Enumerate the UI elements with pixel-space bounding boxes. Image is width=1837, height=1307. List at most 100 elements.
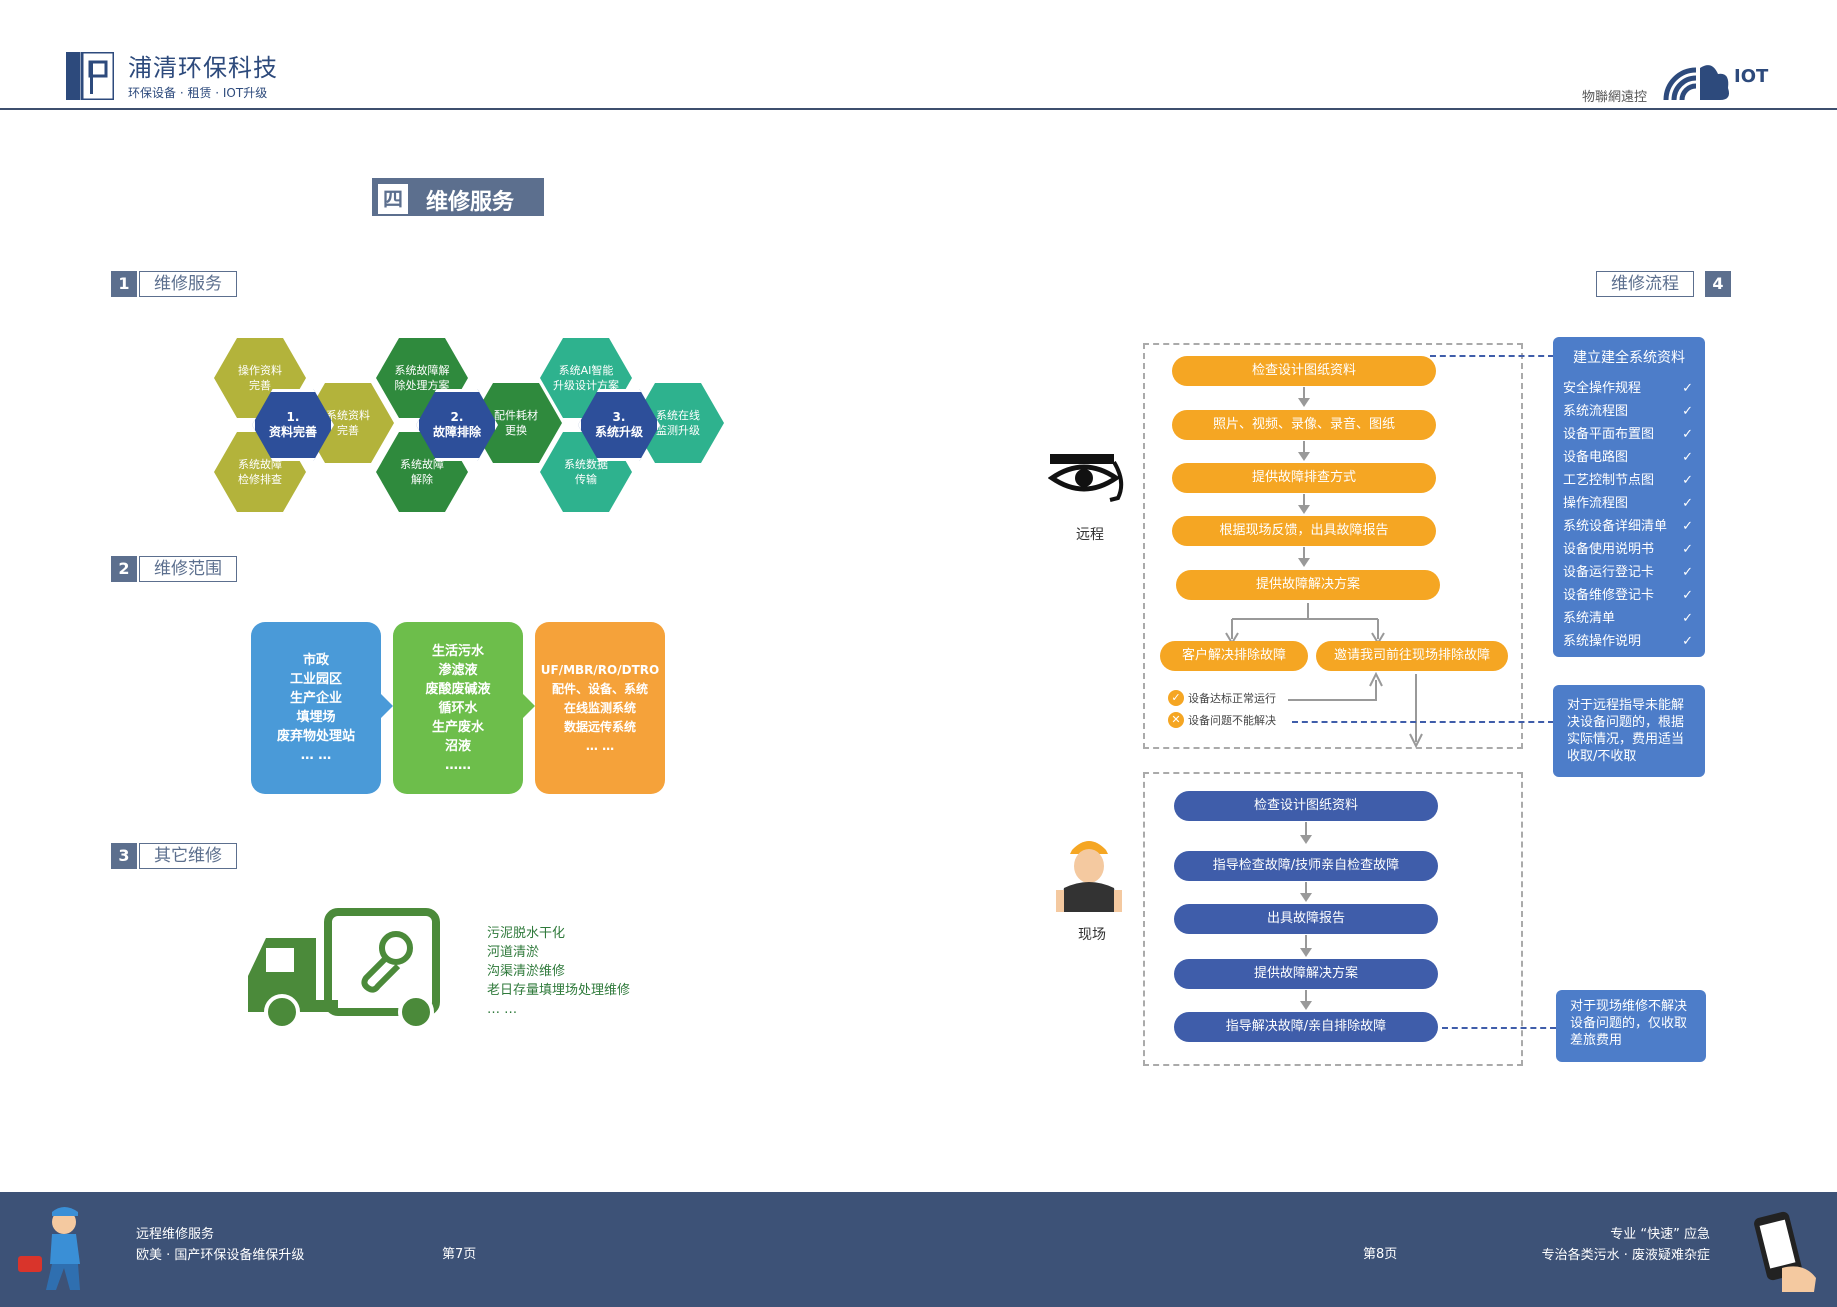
system-docs-item: 设备平面布置图✓ (1563, 423, 1705, 446)
check-icon: ✓ (1682, 634, 1693, 649)
remote-fee-note: 对于远程指导未能解决设备问题的，根据实际情况，费用适当收取/不收取 (1553, 685, 1705, 777)
check-icon: ✓ (1168, 690, 1184, 706)
system-docs-title: 建立建全系统资料 (1573, 350, 1685, 366)
scope-line: 填埋场 (296, 710, 336, 725)
list-item: … … (487, 1002, 518, 1017)
scope-line: 废弃物处理站 (276, 729, 355, 744)
flow-arrow (1298, 494, 1310, 514)
list-item: 老日存量填埋场处理维修 (487, 983, 631, 998)
iot-logo: IOT (1660, 60, 1780, 102)
section-title: 维修服务 (426, 190, 515, 215)
system-docs-item-label: 系统操作说明 (1563, 634, 1642, 649)
system-docs-item-label: 工艺控制节点图 (1563, 473, 1655, 488)
footer-left-line1: 远程维修服务 (136, 1227, 215, 1242)
dash-link (1292, 721, 1554, 723)
footer-left-line2: 欧美 · 国产环保设备维保升级 (136, 1248, 305, 1263)
iot-label: 物聯網遠控 (1582, 90, 1648, 105)
onsite-flow-box (1143, 772, 1523, 1066)
flow-arrow (1300, 882, 1312, 902)
onsite-step-4: 提供故障解决方案 (1174, 959, 1438, 989)
header-divider (0, 108, 1837, 110)
section-number: 四 (376, 182, 410, 216)
check-icon: ✓ (1682, 496, 1693, 511)
scope-arrow (523, 694, 535, 718)
onsite-step-5: 指导解决故障/亲自排除故障 (1174, 1012, 1438, 1042)
sub1-title: 维修服务 (139, 271, 237, 297)
onsite-label: 现场 (1078, 927, 1106, 943)
remote-label: 远程 (1076, 527, 1104, 543)
check-icon: ✓ (1682, 519, 1693, 534)
system-docs-item: 系统流程图 ✓ (1563, 400, 1705, 423)
scope-arrow (381, 694, 393, 718)
scope-line: 市政 (302, 653, 329, 668)
flow-arrow (1300, 822, 1312, 844)
flow-arrow (1300, 935, 1312, 957)
page-number-left: 第7页 (442, 1247, 477, 1262)
sub2-number: 2 (111, 556, 137, 582)
system-docs-item: 设备电路图 ✓ (1563, 446, 1705, 469)
check-icon: ✓ (1682, 450, 1693, 465)
scope-line: UF/MBR/RO/DTRO (540, 662, 660, 677)
list-item: 污泥脱水干化 (487, 926, 566, 941)
system-docs-item-label: 设备平面布置图 (1563, 427, 1655, 442)
footer-right-text: 专业 “快速” 应急 专治各类污水 · 废液疑难杂症 (1520, 1224, 1710, 1266)
scope-line: 渗滤液 (438, 662, 478, 678)
iot-logo-text: IOT (1734, 66, 1769, 87)
list-item: 河道清淤 (487, 945, 540, 960)
check-icon: ✓ (1682, 565, 1693, 580)
sub2-title: 维修范围 (139, 556, 237, 582)
scope-line: … … (300, 748, 332, 763)
ok-note: ✓ 设备达标正常运行 (1168, 690, 1276, 706)
remote-step-1: 检查设计图纸资料 (1172, 356, 1436, 386)
phone-in-hand-icon (1752, 1208, 1818, 1296)
system-docs-item-label: 系统清单 (1563, 611, 1616, 626)
onsite-fee-note: 对于现场维修不解决设备问题的，仅收取差旅费用 (1556, 990, 1706, 1062)
system-docs-item: 工艺控制节点图 ✓ (1563, 469, 1705, 492)
scope-box-sites: 市政工业园区生产企业填埋场废弃物处理站… … (251, 622, 393, 794)
footer-left-text: 远程维修服务 欧美 · 国产环保设备维保升级 (136, 1224, 304, 1266)
scope-line: 循环水 (438, 700, 478, 716)
system-docs-item-label: 系统设备详细清单 (1563, 519, 1668, 534)
sub4-number: 4 (1705, 271, 1731, 297)
onsite-step-3: 出具故障报告 (1174, 904, 1438, 934)
scope-line: 废酸废碱液 (425, 681, 491, 697)
system-docs-panel: 建立建全系统资料 安全操作规程✓系统流程图✓设备平面布置图✓设备电路图✓工艺控制… (1553, 337, 1705, 657)
branch-onsite-invite: 邀请我司前往现场排除故障 (1316, 641, 1508, 671)
scope-line: 生产企业 (289, 691, 342, 706)
fail-note: ✕ 设备问题不能解决 (1168, 712, 1276, 728)
system-docs-item-label: 系统流程图 (1563, 404, 1629, 419)
scope-line: 生活污水 (431, 643, 484, 659)
remote-step-2: 照片、视频、录像、录音、图纸 (1172, 410, 1436, 440)
branch-customer-fix: 客户解决排除故障 (1160, 641, 1308, 671)
check-icon: ✓ (1682, 473, 1693, 488)
fail-note-text: 设备问题不能解决 (1188, 714, 1276, 727)
check-icon: ✓ (1682, 381, 1693, 396)
system-docs-item: 系统操作说明 ✓ (1563, 630, 1705, 653)
remote-step-3: 提供故障排查方式 (1172, 463, 1436, 493)
scope-line: … … (585, 738, 615, 753)
hex-fault-solution: 系统故障解 除处理方案 (376, 338, 468, 418)
system-docs-item-label: 安全操作规程 (1563, 381, 1642, 396)
system-docs-item-label: 设备使用说明书 (1563, 542, 1655, 557)
system-docs-item: 设备使用说明书 ✓ (1563, 538, 1705, 561)
check-icon: ✓ (1682, 542, 1693, 557)
flow-arrow (1298, 441, 1310, 461)
sub4-title: 维修流程 (1596, 271, 1694, 297)
system-docs-item: 设备运行登记卡✓ (1563, 561, 1705, 584)
truck-wrench-icon (244, 908, 440, 1034)
remote-step-5: 提供故障解决方案 (1176, 570, 1440, 600)
system-docs-item-label: 设备电路图 (1563, 450, 1629, 465)
scope-line: 在线监测系统 (563, 700, 636, 715)
system-docs-item: 安全操作规程 ✓ (1563, 377, 1705, 400)
scope-line: 生产废水 (431, 719, 484, 735)
check-icon: ✓ (1682, 404, 1693, 419)
brand-subtitle: 环保设备 · 租赁 · IOT升级 (128, 86, 268, 100)
brand-name: 浦清环保科技 (128, 54, 278, 82)
sub1-number: 1 (111, 271, 137, 297)
hex-system-upgrade: 3. 系统升级 (578, 389, 660, 461)
scope-line: …… (445, 757, 471, 773)
sub3-number: 3 (111, 843, 137, 869)
cross-icon: ✕ (1168, 712, 1184, 728)
system-docs-list: 安全操作规程✓系统流程图✓设备平面布置图✓设备电路图✓工艺控制节点图✓操作流程图… (1563, 377, 1705, 653)
